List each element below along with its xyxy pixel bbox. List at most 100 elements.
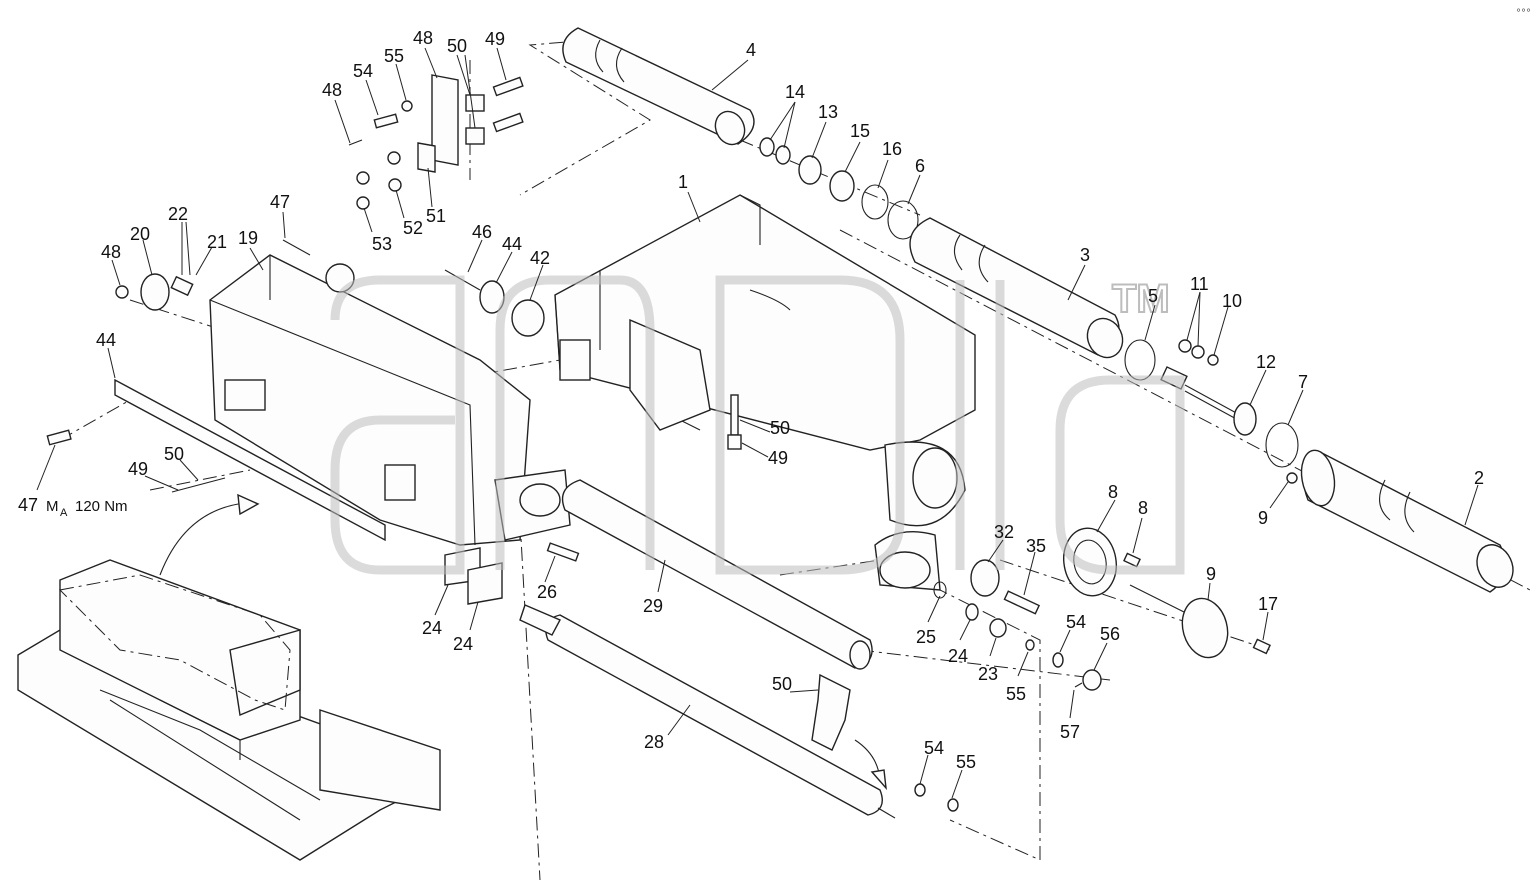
part-label: 49 (768, 448, 788, 468)
bolt-37 (115, 285, 129, 299)
part-label: 6 (915, 156, 925, 176)
part-label-50: 50 (164, 444, 184, 464)
part-label: 23 (978, 664, 998, 684)
overview-pointer-head (237, 493, 260, 516)
bolt-25 (546, 542, 580, 562)
part-label: 11 (1190, 274, 1209, 294)
part-label: 35 (1026, 536, 1046, 556)
bolt-47 (46, 429, 72, 446)
part-label: 50 (772, 674, 792, 694)
part-label: 50 (770, 418, 790, 438)
part-label-8: 8 (1108, 482, 1118, 502)
part-label: 7 (1298, 372, 1308, 392)
bolt-9-right (1286, 472, 1298, 484)
washer-set-lower (914, 783, 959, 812)
cover-plate-10 (1129, 584, 1229, 659)
part-label: 25 (916, 627, 936, 647)
part-label: 21 (207, 232, 227, 252)
part-label: 32 (994, 522, 1014, 542)
part-label: 42 (530, 248, 550, 268)
part-label: 28 (644, 732, 664, 752)
part-label: 19 (238, 228, 258, 248)
part-label: 9 (1206, 564, 1216, 584)
corner-mark: °°° (1516, 8, 1531, 19)
part-label-47: 47 (18, 495, 38, 515)
part-label: 29 (643, 596, 663, 616)
watermark-trademark: TM (1112, 277, 1170, 321)
part-label: 9 (1258, 508, 1268, 528)
part-label: 51 (426, 206, 446, 226)
torque-prefix: M (46, 498, 59, 515)
part-label: 5 (1148, 286, 1158, 306)
part-label-48: 48 (322, 80, 342, 100)
part-label: 24 (453, 634, 473, 654)
part-label: 22 (168, 204, 188, 224)
flange-8 (1063, 527, 1117, 597)
watermark-logo (330, 275, 1185, 575)
part-label: 20 (130, 224, 150, 244)
part-label: 12 (1256, 352, 1276, 372)
part-label: 17 (1258, 594, 1278, 614)
part-label: 14 (785, 82, 805, 102)
tube-4 (562, 27, 755, 146)
part-label: 13 (818, 102, 838, 122)
part-label: 53 (372, 234, 392, 254)
part-label: 24 (948, 646, 968, 666)
part-label: 48 (101, 242, 121, 262)
part-label: 8 (1138, 498, 1148, 518)
fastener-stack-right (965, 603, 1102, 691)
part-label: 4 (746, 40, 756, 60)
ring-5 (1124, 339, 1156, 381)
part-label: 46 (472, 222, 492, 242)
part-label: 2 (1474, 468, 1484, 488)
part-label-24: 24 (422, 618, 442, 638)
part-label: 26 (537, 582, 557, 602)
part-label: 50 (447, 36, 467, 56)
gasket-plates-24-23 (444, 547, 503, 605)
tube-2 (1300, 449, 1514, 593)
part-label: 15 (850, 121, 870, 141)
part-label: 48 (413, 28, 433, 48)
part-label: 16 (882, 139, 902, 159)
part-label: 10 (1222, 291, 1242, 311)
part-label: 49 (485, 29, 505, 49)
bracket-38-assembly (348, 74, 524, 210)
part-label-44: 44 (96, 330, 116, 350)
part-label: 1 (678, 172, 688, 192)
cylinder-29 (519, 604, 896, 819)
part-label: 3 (1080, 245, 1090, 265)
part-label: 54 (353, 61, 373, 81)
part-label: 47 (270, 192, 290, 212)
torque-subscript: A (60, 507, 68, 519)
arrow-53-head (870, 769, 887, 791)
part-label-49: 49 (128, 459, 148, 479)
washer-set-upper (759, 137, 919, 240)
ring-7 (1265, 422, 1299, 468)
bolt-9-flange (1123, 552, 1141, 568)
tube-3 (909, 217, 1124, 359)
part-label: 44 (502, 234, 522, 254)
part-label: 57 (1060, 722, 1080, 742)
nut-set-12-11 (1178, 339, 1219, 366)
bearing-31 (511, 299, 545, 337)
bolt-36 (282, 239, 311, 256)
part-label: 54 (1066, 612, 1086, 632)
part-labels: 4 14 13 15 16 6 1 3 5 11 10 12 7 2 9 8 8… (18, 28, 1484, 799)
part-label: 55 (384, 46, 404, 66)
machine-overview (17, 559, 441, 861)
bolt-52-spacer-51 (727, 394, 742, 450)
overview-pointer-arrow (159, 502, 246, 576)
part-label: 56 (1100, 624, 1120, 644)
housing-19 (209, 254, 571, 546)
torque-note: M A 120 Nm (46, 498, 128, 519)
torque-value: 120 Nm (75, 498, 128, 515)
guard-53 (811, 673, 851, 751)
part-label: 52 (403, 218, 423, 238)
pin-49-50 (171, 477, 226, 493)
part-label: 55 (956, 752, 976, 772)
end-cap-20 (140, 273, 194, 311)
rail-44 (114, 378, 386, 542)
bolt-18 (1252, 638, 1271, 655)
